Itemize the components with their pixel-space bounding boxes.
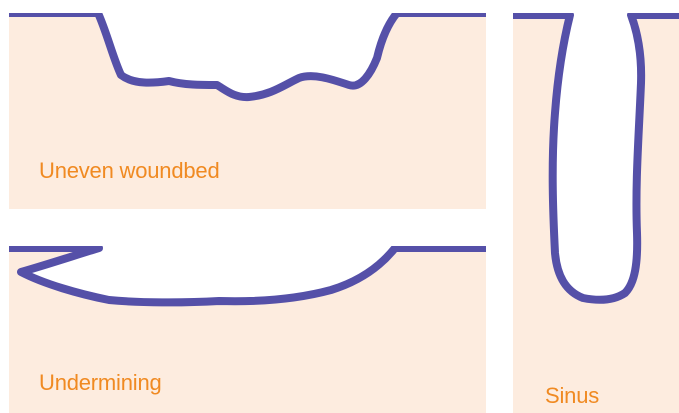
sinus-label: Sinus [545, 385, 599, 407]
undermining-panel: Undermining [9, 246, 486, 413]
uneven-woundbed-panel: Uneven woundbed [9, 13, 486, 209]
sinus-illustration [513, 13, 679, 413]
uneven-woundbed-label: Uneven woundbed [39, 160, 219, 182]
undermining-label: Undermining [39, 372, 162, 394]
sinus-panel: Sinus [513, 13, 679, 413]
